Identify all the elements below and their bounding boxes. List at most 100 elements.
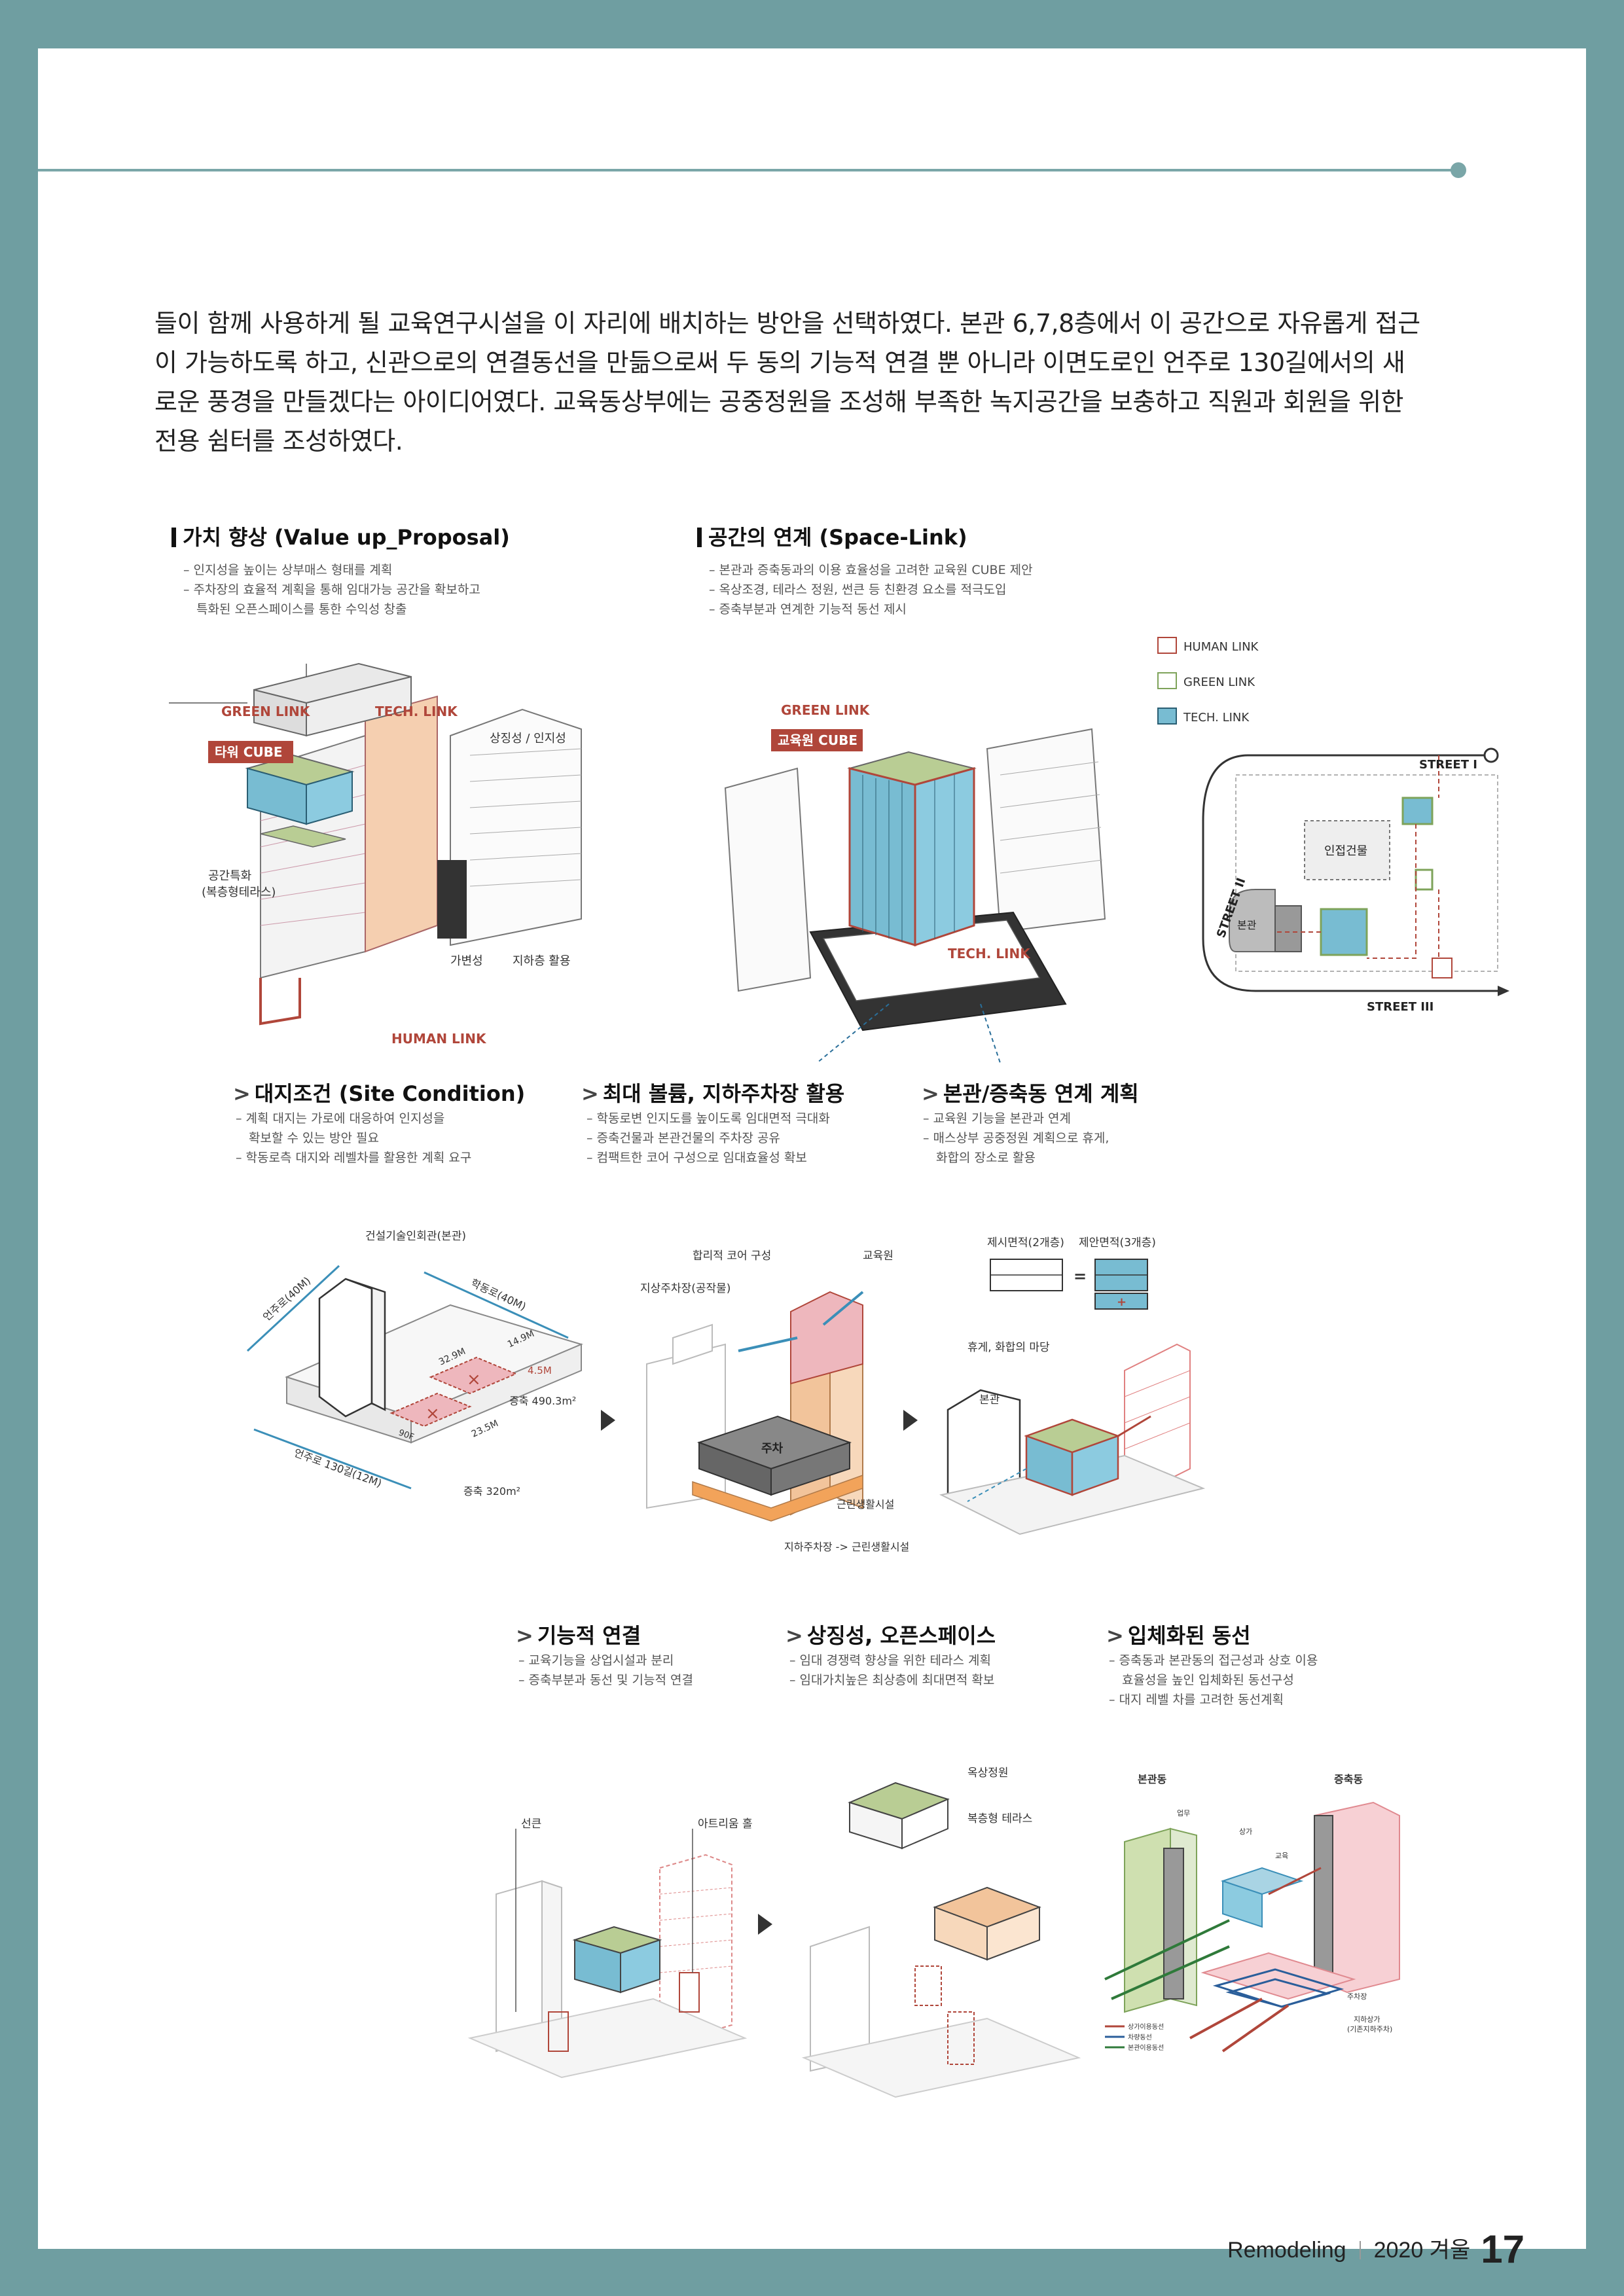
label-tower-cube-bg (208, 741, 293, 763)
label-atrium: 아트리움 홀 (698, 1818, 753, 1831)
label-adjacent: 인접건물 (1324, 844, 1367, 858)
arrow-right-icon (758, 1914, 772, 1935)
cross-mark-1: × (467, 1370, 481, 1390)
label-proposed-area-2: 제안면적(3개층) (1079, 1236, 1156, 1249)
chevron-right-icon: > (581, 1081, 599, 1106)
label-core: 합리적 코어 구성 (693, 1249, 771, 1263)
label-street-1: STREET I (1419, 758, 1477, 772)
header-rule (38, 169, 1458, 171)
label-green-link: GREEN LINK (221, 704, 311, 719)
page: 들이 함께 사용하게 될 교육연구시설을 이 자리에 배치하는 방안을 선택하였… (38, 48, 1586, 2271)
chevron-right-icon: > (785, 1623, 803, 1648)
bar-marker (171, 528, 176, 547)
section-lines-functional: – 교육기능을 상업시설과 분리 – 증축부분과 동선 및 기능적 연결 (518, 1653, 693, 1687)
section-lines-max-volume: – 학동로변 인지도를 높이도록 임대면적 극대화 – 증축건물과 본관건물의 … (586, 1111, 830, 1165)
arrow-right-icon (903, 1410, 918, 1431)
label-office: 업무 (1177, 1809, 1190, 1818)
label-addition-2: 증축 320m² (463, 1485, 520, 1498)
section-title-functional: >기능적 연결 (516, 1623, 641, 1648)
label-parking: 주차 (761, 1442, 784, 1456)
value-up-diagram: GREEN LINK TECH. LINK 타워 CUBE 상징성 / 인지성 … (169, 662, 582, 1047)
circulation-diagram: 본관동 증축동 업무 상가 교육 주차장 지하상가 (기존지하주차) 상가이용동… (1104, 1773, 1400, 2053)
label-edu-cube: 교육원 CUBE (778, 732, 857, 748)
label-main: 본관 (1237, 919, 1257, 931)
legend-human: HUMAN LINK (1157, 630, 1258, 665)
label-surface-parking: 지상주차장(공작물) (640, 1282, 731, 1295)
section-lines-symbolic: – 임대 경쟁력 향상을 위한 테라스 계획 – 임대가치높은 최상층에 최대면… (789, 1653, 995, 1687)
body-line: 전용 쉼터를 조성하였다. (154, 427, 403, 456)
label-extension-wing: 증축동 (1334, 1773, 1363, 1785)
legend-swatch-tech (1157, 708, 1177, 725)
legend-main-route: 본관이용동선 (1128, 2044, 1164, 2052)
symbolic-diagram: 옥상정원 복층형 테라스 (801, 1767, 1081, 2098)
section-title-site: >대지조건 (Site Condition) (233, 1081, 526, 1106)
chevron-right-icon: > (922, 1081, 939, 1106)
functional-diagram: 선큰 아트리움 홀 (467, 1818, 753, 2079)
header-rule-dot (1451, 162, 1466, 178)
body-line: 이 가능하도록 하고, 신관으로의 연결동선을 만듦으로써 두 동의 기능적 연… (154, 348, 1405, 377)
label-duplex-terrace: 복층형 테라스 (967, 1812, 1032, 1825)
section-lines-connect-plan: – 교육원 기능을 본관과 연계 – 매스상부 공중정원 계획으로 휴게, 화합… (923, 1111, 1110, 1165)
page-footer: Remodeling 2020 겨울 17 (1227, 2227, 1525, 2272)
cross-mark-2: × (425, 1404, 440, 1424)
section-title-circulation: >입체화된 동선 (1106, 1623, 1251, 1648)
legend-tech: TECH. LINK (1157, 700, 1258, 736)
label-retail-2: 상가 (1239, 1827, 1252, 1836)
label-rest-yard: 휴게, 화합의 마당 (967, 1341, 1050, 1354)
bar-marker (697, 528, 702, 547)
footer-brand: Remodeling (1227, 2238, 1346, 2263)
section-lines-space-link: – 본관과 증축동과의 이용 효율성을 고려한 교육원 CUBE 제안 – 옥상… (709, 563, 1033, 617)
label-green-link-2: GREEN LINK (781, 702, 871, 718)
chevron-right-icon: > (233, 1081, 251, 1106)
label-retail: 근린생활시설 (837, 1498, 894, 1511)
label-human-link: HUMAN LINK (391, 1031, 487, 1047)
section-lines-value-up: – 인지성을 높이는 상부매스 형태를 계획 – 주차장의 효율적 계획을 통해… (183, 563, 480, 617)
label-parking-2: 주차장 (1347, 1992, 1367, 2001)
label-basement-retail: 지하주차장 -> 근린생활시설 (784, 1541, 909, 1553)
section-title-connect-plan: >본관/증축동 연계 계획 (922, 1081, 1139, 1106)
site-condition-diagram: × × 건설기술인회관(본관) 언주로(40M) 학동로(40M) 언주로 13… (246, 1230, 583, 1498)
section-lines-site: – 계획 대지는 가로에 대응하여 인지성을 확보할 수 있는 방안 필요 – … (236, 1111, 472, 1165)
legend-retail-route: 상가이용동선 (1128, 2023, 1164, 2031)
space-link-diagram: 교육원 CUBE GREEN LINK TECH. LINK (724, 702, 1106, 1063)
label-roof-garden: 옥상정원 (967, 1767, 1009, 1780)
page-number: 17 (1481, 2227, 1525, 2271)
label-symbolic: 상징성 / 인지성 (490, 732, 566, 745)
label-edu-2: 교육 (1275, 1852, 1288, 1860)
label-main-building: 건설기술인회관(본관) (365, 1230, 466, 1243)
label-road-3: 언주로 130길(12M) (293, 1446, 384, 1490)
label-dim-3: 4.5M (528, 1365, 552, 1376)
body-line: 들이 함께 사용하게 될 교육연구시설을 이 자리에 배치하는 방안을 선택하였… (154, 309, 1420, 338)
label-street-3: STREET III (1367, 1000, 1434, 1014)
label-plus: + (1117, 1295, 1127, 1309)
label-equals: = (1074, 1267, 1087, 1285)
arrow-right-icon (601, 1410, 615, 1431)
chevron-right-icon: > (1106, 1623, 1124, 1648)
chevron-right-icon: > (516, 1623, 533, 1648)
footer-separator (1359, 2241, 1361, 2259)
label-variable: 가변성 (450, 954, 483, 968)
label-tech-link: TECH. LINK (375, 704, 458, 719)
label-addition-1: 증축 490.3m² (509, 1395, 576, 1407)
label-road-1: 언주로(40M) (261, 1274, 313, 1323)
legend-vehicle-route: 차량동선 (1128, 2034, 1152, 2041)
body-line: 로운 풍경을 만들겠다는 아이디어였다. 교육동상부에는 공중정원을 조성해 부… (154, 387, 1404, 416)
site-plan-diagram: STREET I STREET II STREET III 인접건물 본관 (1202, 747, 1509, 1014)
max-volume-diagram: 합리적 코어 구성 교육원 지상주차장(공작물) 주차 근린생활시설 지하주차장… (640, 1249, 909, 1553)
section-title-value-up: 가치 향상 (Value up_Proposal) (171, 521, 510, 551)
connect-plan-diagram: 제시면적(2개층) 제안면적(3개층) = + 휴게, 화합의 마당 본관 (939, 1236, 1206, 1535)
footer-issue: 2020 겨울 (1373, 2238, 1471, 2263)
link-legend: HUMAN LINK GREEN LINK TECH. LINK (1157, 630, 1258, 736)
label-tower-cube: 타워 CUBE (215, 744, 283, 760)
label-terrace-sub: (복층형테라스) (202, 886, 276, 899)
legend-swatch-green (1157, 672, 1177, 689)
legend-swatch-human (1157, 637, 1177, 654)
label-main-bldg: 본관 (979, 1393, 1000, 1407)
label-road-2: 학동로(40M) (469, 1276, 528, 1313)
body-paragraph: 들이 함께 사용하게 될 교육연구시설을 이 자리에 배치하는 방안을 선택하였… (154, 304, 1509, 461)
section-title-max-volume: >최대 볼륨, 지하주차장 활용 (581, 1081, 845, 1106)
label-basement: 지하층 활용 (513, 954, 571, 968)
label-main-wing: 본관동 (1138, 1773, 1166, 1785)
label-terrace: 공간특화 (208, 869, 251, 883)
legend-green: GREEN LINK (1157, 665, 1258, 700)
